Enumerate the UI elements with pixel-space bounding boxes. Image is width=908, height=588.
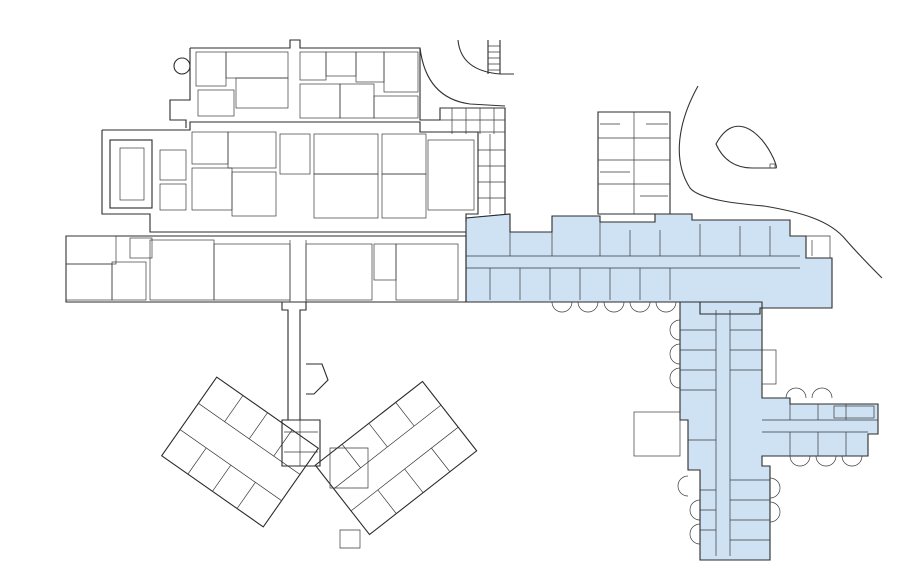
south-connector <box>281 302 329 421</box>
highlighted-area-south-wing <box>679 301 879 561</box>
highlighted-wing <box>465 213 879 561</box>
southwest-pod-left <box>160 376 320 528</box>
highlighted-area-east-corridor <box>465 213 833 315</box>
north-building <box>169 39 514 214</box>
south-wing-details <box>633 301 879 561</box>
east-wing-details <box>465 213 833 315</box>
west-wing <box>65 235 467 303</box>
southwest-hub <box>281 419 369 549</box>
southwest-pod-right <box>314 380 478 536</box>
northeast-building <box>597 111 671 215</box>
roads <box>678 85 883 279</box>
central-building <box>101 121 479 233</box>
